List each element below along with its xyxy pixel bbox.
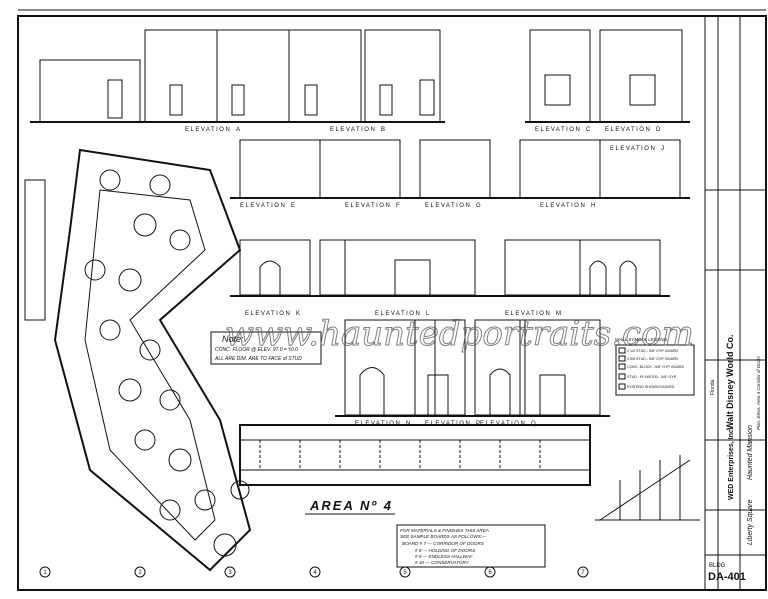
svg-text:6: 6	[488, 570, 492, 576]
svg-text:CONC. FLOOR @ ELEV. 97.0 = ±0.: CONC. FLOOR @ ELEV. 97.0 = ±0.0	[215, 347, 298, 353]
svg-text:3: 3	[228, 570, 232, 576]
note-box: Note: CONC. FLOOR @ ELEV. 97.0 = ±0.0 AL…	[210, 331, 322, 365]
elevations-third-row	[230, 239, 670, 297]
svg-text:C: C	[586, 127, 592, 133]
svg-text:WED Enterprises, Inc.: WED Enterprises, Inc.	[728, 427, 735, 500]
svg-text:7: 7	[581, 570, 585, 576]
svg-text:B: B	[381, 127, 387, 133]
svg-text:ELEVATION: ELEVATION	[540, 203, 586, 209]
svg-text:Liberty Square: Liberty Square	[747, 499, 754, 545]
svg-text:Q: Q	[531, 421, 537, 427]
title-block-text: WED Enterprises, Inc. Walt Disney World …	[708, 334, 761, 583]
svg-text:ELEVATION: ELEVATION	[375, 311, 421, 317]
svg-text:EXISTING SHOWN DASHED: EXISTING SHOWN DASHED	[627, 385, 675, 389]
svg-text:FOR MATERIALS & FINISHES THIS: FOR MATERIALS & FINISHES THIS AREA	[400, 528, 489, 533]
svg-text:ELEVATION: ELEVATION	[535, 127, 581, 133]
svg-text:ELEVATION: ELEVATION	[245, 311, 291, 317]
svg-text:ELEVATION: ELEVATION	[240, 203, 286, 209]
svg-text:M: M	[556, 311, 563, 317]
elevations-top-row	[30, 29, 690, 123]
svg-text:H: H	[591, 203, 597, 209]
materials-note: FOR MATERIALS & FINISHES THIS AREA SEE S…	[396, 524, 546, 568]
ride-plan	[24, 148, 252, 572]
elevation-labels: ELEVATION A ELEVATION B ELEVATION C ELEVATI…	[185, 127, 666, 427]
detail-diagram	[595, 455, 700, 521]
elevations-second-row	[230, 139, 690, 199]
svg-text:# 9 — ENDLESS HALLWAY: # 9 — ENDLESS HALLWAY	[415, 554, 474, 559]
svg-text:ELEVATION: ELEVATION	[480, 421, 526, 427]
svg-text:ELEVATION: ELEVATION	[355, 421, 401, 427]
svg-text:ALL ARE DIM. ARE TO FACE of ST: ALL ARE DIM. ARE TO FACE of STUD	[214, 356, 302, 362]
svg-text:E: E	[291, 203, 297, 209]
svg-text:1: 1	[43, 570, 47, 576]
svg-text:K: K	[296, 311, 302, 317]
svg-text:3 5/8 STUD - 5/8" GYP. BOARD: 3 5/8 STUD - 5/8" GYP. BOARD	[627, 357, 679, 361]
svg-text:ELEVATION: ELEVATION	[185, 127, 231, 133]
svg-text:ELEVATION: ELEVATION	[330, 127, 376, 133]
svg-text:ELEVATION: ELEVATION	[605, 127, 651, 133]
watermark: www.hauntedportraits.com	[225, 314, 694, 354]
svg-text:SEE SAMPLE BOARDS AS FOLLOWS:—: SEE SAMPLE BOARDS AS FOLLOWS:—	[400, 534, 487, 539]
svg-text:A: A	[236, 127, 242, 133]
svg-text:WALL SYMBOL LEGEND: WALL SYMBOL LEGEND	[615, 337, 668, 342]
svg-text:ELEVATION: ELEVATION	[610, 146, 656, 152]
wall-symbol-legend: WALL SYMBOL LEGEND 2 1/2 STUD - 5/8" GYP…	[615, 337, 695, 396]
svg-text:ELEVATION: ELEVATION	[425, 421, 471, 427]
svg-text:# 8 — HOLDING OF DOORS: # 8 — HOLDING OF DOORS	[415, 548, 476, 553]
svg-text:F: F	[396, 203, 401, 209]
svg-text:ELEVATION: ELEVATION	[425, 203, 471, 209]
sheet-number: DA-401	[708, 571, 746, 583]
svg-text:D: D	[656, 127, 662, 133]
svg-text:ELEVATION: ELEVATION	[345, 203, 391, 209]
svg-text:STUD - PLYWOOD - 5/8" GYP.: STUD - PLYWOOD - 5/8" GYP.	[627, 375, 677, 379]
svg-text:CONC. BLOCK - 5/8" GYP. BOARD: CONC. BLOCK - 5/8" GYP. BOARD	[627, 365, 685, 369]
svg-text:N: N	[406, 421, 412, 427]
svg-text:# 10 — CONSERVATORY: # 10 — CONSERVATORY	[415, 560, 470, 565]
svg-text:Walt Disney World Co.: Walt Disney World Co.	[725, 334, 735, 430]
svg-text:G: G	[476, 203, 482, 209]
svg-text:L: L	[426, 311, 431, 317]
svg-text:J: J	[661, 146, 666, 152]
area-label: AREA Nº 4	[309, 498, 393, 513]
elevations-fourth-row	[335, 319, 610, 417]
svg-text:P: P	[476, 421, 482, 427]
svg-text:ELEVATION: ELEVATION	[505, 311, 551, 317]
svg-text:2 1/2 STUD - 5/8" GYP. BOARD: 2 1/2 STUD - 5/8" GYP. BOARD	[627, 349, 679, 353]
svg-text:5: 5	[403, 570, 407, 576]
corridor-plan	[239, 424, 591, 486]
svg-text:BLDG: BLDG	[709, 563, 726, 569]
svg-text:Note:: Note:	[222, 334, 244, 344]
svg-text:Haunted Mansion: Haunted Mansion	[747, 425, 754, 480]
grid-markers: 1 2 3 4 5 6 7	[39, 566, 589, 578]
title-block	[704, 15, 767, 591]
svg-text:4: 4	[313, 570, 317, 576]
svg-text:BOARD # 7 — CORRIDOR OF DOORS: BOARD # 7 — CORRIDOR OF DOORS	[402, 541, 485, 546]
svg-text:Plan, Elevs. Area 4 Corridor o: Plan, Elevs. Area 4 Corridor of Doors	[756, 355, 761, 430]
svg-text:2: 2	[138, 570, 142, 576]
svg-text:Florida: Florida	[710, 379, 716, 395]
